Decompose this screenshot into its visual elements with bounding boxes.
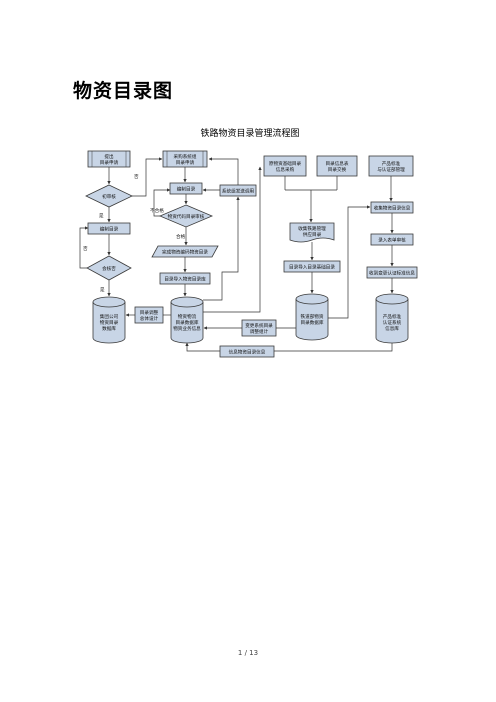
node-tl-label-1: 产品标准 <box>382 160 401 167</box>
node-review-label: 初审核 <box>102 193 116 200</box>
node-db-right-label-2: 目录数据库 <box>301 319 324 326</box>
node-db-far: 产品标准 认证系统 信息库 <box>375 293 409 344</box>
page-title: 物资目录图 <box>73 80 174 102</box>
node-doc-label-2: 供应目录 <box>303 231 322 238</box>
node-import-mid-label: 目录导入物资目录库 <box>164 276 206 283</box>
node-db-right-label-1: 铁道部物资 <box>301 313 324 320</box>
node-import-mid: 目录导入物资目录库 <box>159 272 211 285</box>
node-edit-catalog-left: 编制目录 <box>87 222 131 235</box>
node-db-left-label-2: 物资目录 <box>100 319 119 326</box>
node-r-box3: 收到变更认证标准信息 <box>366 266 418 279</box>
node-edit-catalog-left-label: 编制目录 <box>100 226 119 233</box>
node-db-left-label-3: 数据库 <box>102 325 116 332</box>
diagram-title: 铁路物资目录管理流程图 <box>200 129 300 139</box>
node-r-box2-label: 录入表单审核 <box>378 237 406 244</box>
node-r-box1: 收集物资目录信息 <box>370 201 414 214</box>
node-tm-label-1: 目录信息表 <box>326 160 349 167</box>
node-adjust-mid-label-1: 变更系统目录 <box>245 322 273 329</box>
node-tr-label-1: 原物资基础目录 <box>269 160 302 167</box>
node-sync-button: 系统组发送调用 <box>219 184 257 197</box>
node-db-left-label-1: 集团公司 <box>100 313 119 320</box>
node-db-mid-label-3: 物资业务信息 <box>173 325 201 332</box>
node-db-right: 铁道部物资 目录数据库 <box>295 293 329 341</box>
node-r-box2: 录入表单审核 <box>370 233 414 246</box>
edge-label-no-top: 否 <box>134 174 139 180</box>
node-tl: 产品标准 与认证部管理 <box>368 155 414 177</box>
node-db-far-label-2: 认证系统 <box>383 319 402 326</box>
node-db-mid-label-2: 目录数据库 <box>176 319 199 326</box>
node-tl-label-2: 与认证部管理 <box>377 166 405 173</box>
node-edit-catalog-mid: 编制目录 <box>169 182 203 195</box>
edge-label-unqualified: 不合格 <box>150 207 164 214</box>
node-doc: 收集铁路管理 供应目录 <box>289 222 335 243</box>
node-tr-label-2: 信息采购 <box>276 166 295 173</box>
node-adjust-mid: 变更系统目录 调整组计 <box>241 319 277 337</box>
node-bottom-bar-label: 信息物资目录信息 <box>229 349 266 356</box>
node-db-far-label-1: 产品标准 <box>383 313 402 320</box>
node-apply-mid-label-1: 采购系统组 <box>174 153 197 160</box>
edge-label-qualified: 合格 <box>176 233 186 240</box>
node-adjust-left-label-1: 目录调整 <box>140 309 159 316</box>
node-r-box3-label: 收到变更认证标准信息 <box>369 270 415 277</box>
node-db-mid: 物资物流 目录数据库 物资业务信息 <box>170 296 204 344</box>
node-bottom-bar: 信息物资目录信息 <box>219 345 275 358</box>
node-doc-label-1: 收集铁路管理 <box>298 225 326 232</box>
node-db-far-label-3: 信息库 <box>385 325 399 332</box>
node-import-right: 目录导入目录基础目录 <box>283 260 341 273</box>
node-db-mid-label-1: 物资物流 <box>178 313 197 320</box>
node-parallel: 完成物资编码物资目录 <box>151 245 219 258</box>
node-edit-catalog-mid-label: 编制目录 <box>177 186 196 193</box>
node-tr: 原物资基础目录 信息采购 <box>263 155 307 177</box>
node-tm-label-2: 目录交换 <box>328 166 347 173</box>
node-sync-label: 系统组发送调用 <box>222 188 255 195</box>
node-import-right-label: 目录导入目录基础目录 <box>289 264 335 271</box>
node-apply-label-1: 提出 <box>104 153 114 160</box>
node-parallel-label: 完成物资编码物资目录 <box>162 249 208 256</box>
node-r-box1-label: 收集物资目录信息 <box>374 205 411 212</box>
node-review-decision: 初审核 <box>85 184 133 208</box>
node-db-left: 集团公司 物资目录 数据库 <box>92 296 126 344</box>
node-apply-mid-label-2: 目录申请 <box>176 159 195 166</box>
edge-label-no-left: 否 <box>83 246 88 252</box>
node-adjust-left-label-2: 总体设计 <box>140 315 159 322</box>
edge-label-yes: 是 <box>99 213 104 219</box>
node-tm: 目录信息表 目录交换 <box>316 155 358 177</box>
node-adjust-left: 目录调整 总体设计 <box>134 306 164 324</box>
node-approve-decision: 会核否 <box>86 255 132 281</box>
node-apply: 提出 目录申请 <box>87 150 131 168</box>
node-apply-mid: 采购系统组 目录申请 <box>162 150 208 168</box>
edge-label-yes-bottom: 是 <box>100 287 105 293</box>
node-mid-decision-label: 物资代码目录审核 <box>168 213 205 220</box>
node-mid-decision: 物资代码目录审核 <box>158 204 214 228</box>
page-number: 1 / 13 <box>237 649 259 657</box>
node-adjust-mid-label-2: 调整组计 <box>250 328 269 335</box>
node-approve-label: 会核否 <box>102 265 116 272</box>
node-apply-label-2: 目录申请 <box>100 159 119 166</box>
